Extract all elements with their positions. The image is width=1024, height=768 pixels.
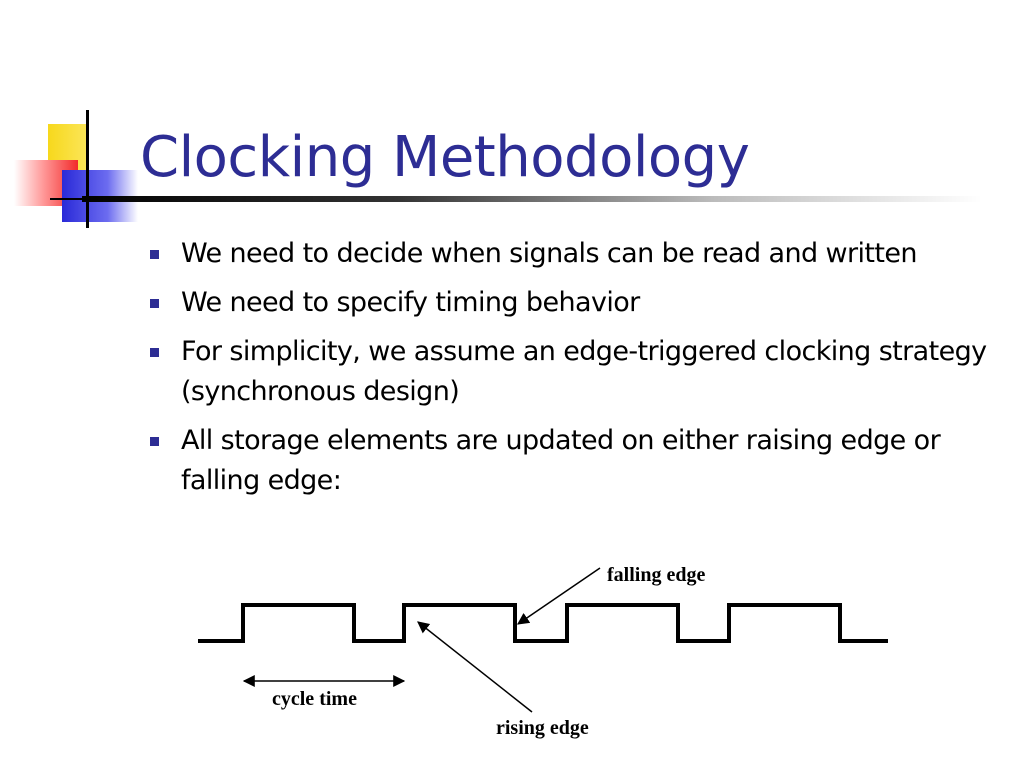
slide-title: Clocking Methodology (140, 125, 750, 190)
rising-edge-arrow (417, 621, 533, 713)
bullet-square-icon (150, 299, 159, 308)
bullet-item: For simplicity, we assume an edge-trigge… (150, 332, 990, 412)
bullet-square-icon (150, 348, 159, 357)
bullet-square-icon (150, 250, 159, 259)
bullet-list: We need to decide when signals can be re… (150, 234, 990, 510)
cycle-time-label: cycle time (272, 688, 357, 710)
clock-waveform (198, 603, 888, 643)
bullet-square-icon (150, 437, 159, 446)
bullet-item: We need to specify timing behavior (150, 283, 990, 323)
title-underline (82, 196, 982, 202)
rising-edge-label: rising edge (496, 717, 589, 739)
bullet-item: All storage elements are updated on eith… (150, 421, 990, 501)
falling-edge-arrow (517, 567, 601, 625)
falling-edge-label: falling edge (607, 564, 705, 586)
bullet-text: We need to specify timing behavior (181, 287, 640, 318)
bullet-text: For simplicity, we assume an edge-trigge… (181, 336, 987, 407)
bullet-text: All storage elements are updated on eith… (181, 425, 941, 496)
logo-vertical-line (86, 110, 89, 228)
bullet-text: We need to decide when signals can be re… (181, 238, 917, 269)
bullet-item: We need to decide when signals can be re… (150, 234, 990, 274)
